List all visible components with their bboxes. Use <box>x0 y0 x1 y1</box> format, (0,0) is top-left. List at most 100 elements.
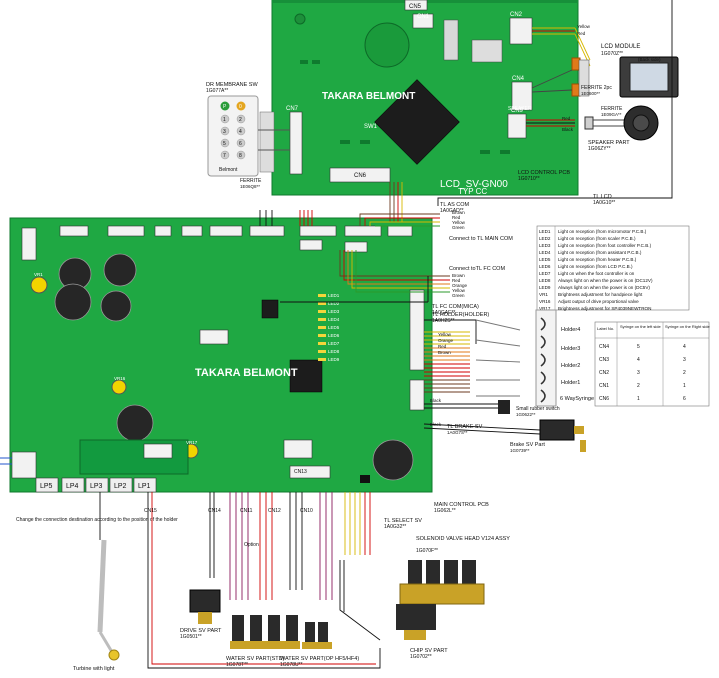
lp5-label: LP5 <box>40 483 53 490</box>
lcd-brand: TAKARA BELMONT <box>322 91 415 102</box>
ferrite-l-code: 1E06Q8** <box>240 184 260 189</box>
tl-brake-code: 1A0G7S** <box>447 430 468 435</box>
tl-holder-code: 1A0H2S** <box>432 318 455 324</box>
water-sv-std: WATER SV PART(STD) 1G078T** <box>226 615 300 668</box>
syringe-cn: CN1 <box>599 383 609 389</box>
led-legend-desc: Light on when the foot controller is on <box>558 271 635 276</box>
membrane-code: 1G077A** <box>206 88 228 94</box>
led-legend-key: LED7 <box>539 271 551 276</box>
holder-yellow: Yellow <box>438 332 452 337</box>
cn11-label: CN11 <box>240 508 253 514</box>
holder-red: Red <box>438 344 447 349</box>
lcd-module-group: Yellow Red LCD MODULE 1G070Z** (Back sid… <box>531 24 679 98</box>
syringe-label: 6 WaySyringe <box>560 396 594 402</box>
speaker-tag: SPEAKER <box>508 106 532 112</box>
small-rubber-name: Small rubber switch <box>516 406 560 412</box>
tl-holder-wires: TL HOLDER(HOLDER) 1A0H2S** Yellow Orange… <box>424 312 521 397</box>
tl-select-sv-code: 1A0G32** <box>384 524 406 530</box>
lp2-label: LP2 <box>114 483 127 490</box>
syringe-right: 1 <box>683 383 686 389</box>
wire-label-yellow: Yellow <box>577 24 591 29</box>
tl-lcd-code: 1A0G10** <box>593 200 615 206</box>
led-legend-desc: Light on reception (from foot controller… <box>558 243 652 248</box>
as-com-green: Green <box>452 225 465 230</box>
syringe-left: 1 <box>637 396 640 402</box>
fc-com-green: Green <box>452 293 465 298</box>
lcd-pcb-label: LCD CONTROL PCB <box>518 170 570 176</box>
syringe-left: 5 <box>637 344 640 350</box>
led-legend-desc: Always light on when the power is on (DC… <box>558 278 653 283</box>
syringe-left: 3 <box>637 370 640 376</box>
led7-silk: LED7 <box>328 341 340 346</box>
ferrite-2pc-code: 1E0600** <box>581 91 600 96</box>
cn7-label: CN7 <box>286 106 299 112</box>
drive-sv-code: 1G0501** <box>180 634 202 640</box>
drive-sv: DRIVE SV PART 1G0501** <box>180 589 222 640</box>
key-2: 2 <box>239 117 242 123</box>
water-sv-std-code: 1G078T** <box>226 662 248 668</box>
syringe-right: 3 <box>683 357 686 363</box>
turbine-group: Change the connection destination accord… <box>16 492 178 672</box>
vr17-silk: VR17 <box>186 440 198 445</box>
water-sv-op-code: 1G078U** <box>280 662 303 668</box>
main-pcb-name: MAIN CONTROL PCB <box>434 502 489 508</box>
key-5: 5 <box>223 141 226 147</box>
main-brand: TAKARA BELMONT <box>195 367 298 379</box>
syringe-cn: CN3 <box>599 357 609 363</box>
wire-label-red: Red <box>577 31 586 36</box>
led-legend-desc: Light on reception (from micromotor P.C.… <box>558 229 647 234</box>
cn4-label: CN4 <box>512 76 525 82</box>
syringe-th-right: Syringe on the Right side <box>665 324 710 329</box>
fc-com-red: Red <box>452 278 461 283</box>
led9-silk: LED9 <box>328 357 340 362</box>
key-4: 4 <box>239 129 242 135</box>
main-control-pcb: TAKARA BELMONT LED1 LED2 LED3 LED4 LED5 … <box>9 217 489 514</box>
membrane-name: DR MEMBRANE SW <box>206 82 258 88</box>
syringe-th-label: Label No. <box>597 326 614 331</box>
speaker-part-code: 1G06ZY** <box>588 146 611 152</box>
led1-silk: LED1 <box>328 293 340 298</box>
as-com-yellow: Yellow <box>452 220 466 225</box>
led-legend-table: LED1 Light on reception (from micromotor … <box>536 225 690 311</box>
led-legend-desc: Light on reception (from LCD P.C.B.) <box>558 264 633 269</box>
cn12-label: CN12 <box>268 508 281 514</box>
cn9-label: CN9 <box>511 108 524 114</box>
fc-com-yellow: Yellow <box>452 288 466 293</box>
water-sv-op-name: WATER SV PART(OP HF5/HF4) <box>280 656 359 662</box>
led8-silk: LED8 <box>328 349 340 354</box>
small-rubber-code: 1G0622** <box>516 412 536 417</box>
bottom-wires <box>147 492 381 669</box>
main-pcb-code: 1G062L** <box>434 508 456 514</box>
lcd-module-back: (Back side) <box>638 57 661 62</box>
led-legend-key: LED5 <box>539 257 551 262</box>
fc-com-orange: Orange <box>452 283 468 288</box>
tl-as-com-code: 1A0GAD** <box>440 208 464 214</box>
lcd-model: LCD_SV-GN00 <box>440 179 508 190</box>
vr1-silk: VR1 <box>34 272 43 277</box>
led4-silk: LED4 <box>328 317 340 322</box>
drive-sv-name: DRIVE SV PART <box>180 628 222 634</box>
led-legend-key: VR16 <box>539 299 551 304</box>
tl-as-com-connect: Connect to TL MAIN COM <box>449 236 513 242</box>
tl-as-com: TL AS COM 1A0GAD** Brown Red Yellow Gree… <box>359 202 513 242</box>
cn6-label: CN6 <box>354 173 367 179</box>
cn2-label: CN2 <box>510 12 523 18</box>
cn14-label: CN14 <box>208 508 221 514</box>
lp1-label: LP1 <box>138 483 151 490</box>
cn15-label: CN15 <box>144 508 157 514</box>
lcd-pcb-code: 1G0710** <box>518 176 540 182</box>
led-legend-key: LED1 <box>539 229 551 234</box>
key-6: 6 <box>239 141 242 147</box>
syringe-table: Label No. Syringe on the left side Syrin… <box>594 321 710 407</box>
lcd-module-name: LCD MODULE <box>601 44 640 50</box>
led-legend-desc: Light on reception (from scaler P.C.B.) <box>558 236 636 241</box>
speaker-group: Red Black FERRITE 1E09GA** SPEAKER PART … <box>526 105 659 152</box>
holder3-label: Holder3 <box>561 346 580 352</box>
vr16-silk: VR16 <box>114 376 126 381</box>
led-legend-desc: Brightness adjustment for handpiece ligh… <box>558 292 643 297</box>
led6-silk: LED6 <box>328 333 340 338</box>
key-3: 3 <box>223 129 226 135</box>
lcd-module-code: 1G070Z** <box>601 51 623 57</box>
speaker-wire-red: Red <box>562 116 571 121</box>
brake-group: Black Black Small rubber switch 1G0622**… <box>423 398 586 453</box>
